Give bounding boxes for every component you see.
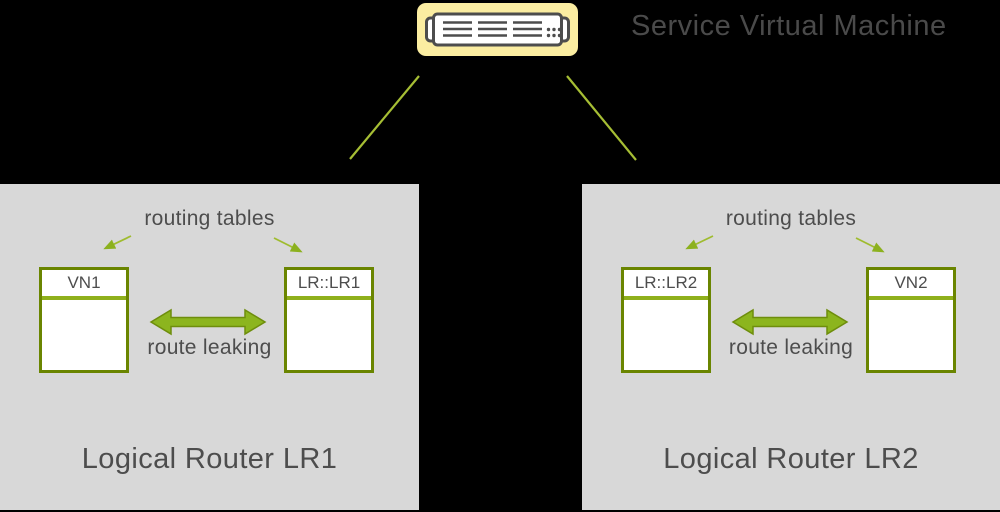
routing-table-lr-lr1-title: LR::LR1 [287,270,371,300]
routing-table-vn1-title: VN1 [42,270,126,300]
service-vm-label: Service Virtual Machine [631,10,947,42]
routing-table-lr-lr1: LR::LR1 [284,267,374,373]
rack-server-icon [425,12,570,47]
route-leak-double-arrow [149,308,267,336]
route-leaking-label: route leaking [147,336,272,359]
routing-table-vn2-title: VN2 [869,270,953,300]
routing-tables-label: routing tables [725,207,857,230]
routing-table-lr-lr2: LR::LR2 [621,267,711,373]
route-leak-double-arrow [731,308,849,336]
logical-router-lr2-panel: routing tables LR::LR2 VN2 route leaking… [582,184,1000,510]
routing-table-lr-lr2-title: LR::LR2 [624,270,708,300]
service-vm-node [417,3,578,56]
route-leaking-label: route leaking [728,336,854,359]
router-lr2-title: Logical Router LR2 [663,443,919,475]
routing-table-vn2: VN2 [866,267,956,373]
router-lr1-title: Logical Router LR1 [81,443,338,475]
routing-table-vn1: VN1 [39,267,129,373]
logical-router-lr1-panel: routing tables VN1 LR::LR1 route leaking… [0,184,419,510]
routing-tables-label: routing tables [144,207,275,230]
